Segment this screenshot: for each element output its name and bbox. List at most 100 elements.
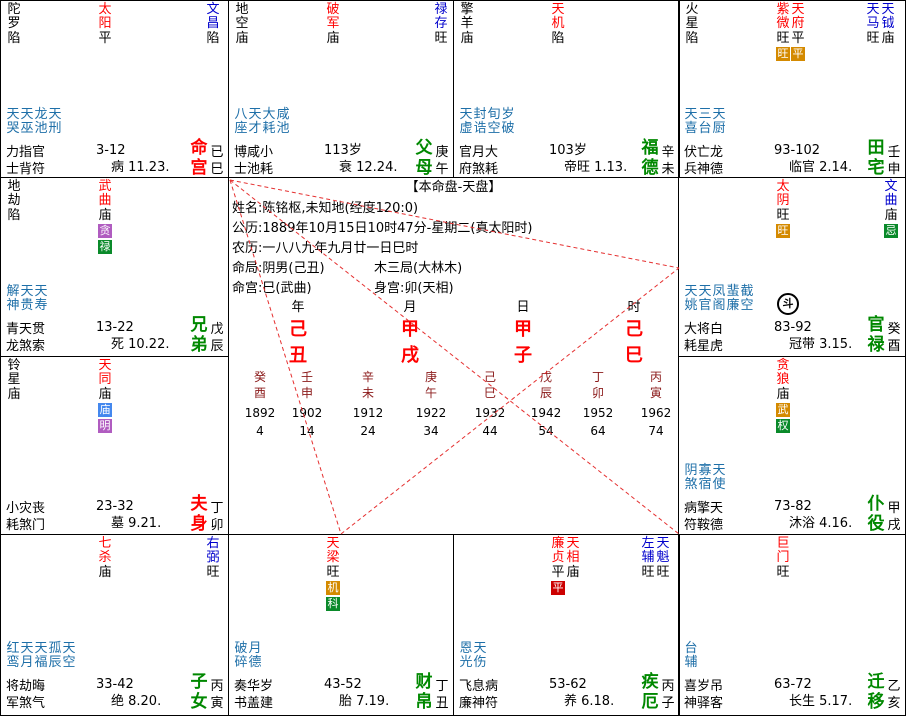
star-char: 门	[776, 550, 790, 565]
palace-char: 役	[867, 514, 885, 534]
palace-char: 身	[190, 514, 208, 534]
main-stars: 贪狼庙武权	[681, 358, 903, 433]
minor-star: 天虚	[459, 107, 473, 136]
ganzhi-char: 酉	[887, 339, 901, 354]
star-char: 天	[551, 2, 565, 17]
dou-icon[interactable]: 斗	[777, 293, 799, 315]
life-phase: 墓 9.21.	[111, 516, 162, 531]
shensha-row1: 力指官	[6, 145, 46, 160]
star-char: 狼	[776, 372, 790, 387]
ganzhi-char: 丑	[435, 696, 449, 711]
ganzhi: 丁丑	[435, 678, 449, 712]
dayun-zhi: 卯	[591, 386, 604, 400]
palace-name: 疾厄	[641, 672, 659, 712]
pillar-stem: 己	[625, 319, 643, 340]
star-char: 军	[326, 16, 340, 31]
pillar-branch: 巳	[625, 345, 643, 366]
pillar-label: 月	[403, 300, 417, 315]
star-char: 贪	[776, 358, 790, 373]
star-char: 阴	[776, 193, 790, 208]
main-stars: 太阴旺旺文曲庙忌	[681, 180, 903, 240]
bazi-pillar: 己丑	[288, 317, 308, 369]
shensha-row2: 神驿客	[684, 696, 724, 711]
minor-star: 台辅	[684, 641, 698, 670]
sihua-tag: 旺	[776, 47, 790, 61]
pillar-label: 年	[291, 300, 305, 315]
life-phase: 冠带 3.15.	[789, 337, 853, 352]
palace-char: 厄	[641, 692, 659, 712]
brightness: 旺	[776, 208, 790, 223]
bazi-pillar: 甲子	[513, 317, 533, 369]
star-char: 左	[641, 536, 655, 551]
shensha-row2: 兵神德	[684, 162, 724, 177]
star-char: 贞	[551, 550, 565, 565]
dayun-age: 44	[482, 424, 498, 438]
age-range: 113岁	[324, 143, 362, 158]
brightness: 平	[98, 31, 112, 46]
life-phase: 病 11.23.	[111, 160, 170, 175]
dayun-zhi: 午	[424, 386, 437, 400]
minor-star: 凤阁	[712, 284, 726, 313]
brightness: 陷	[7, 208, 21, 223]
ganzhi-char: 乙	[887, 679, 901, 694]
dayun-age: 14	[299, 424, 315, 438]
ming-gong: 命宫:巳(武曲)	[232, 281, 312, 296]
star-char: 梁	[326, 550, 340, 565]
shensha-row2: 廉神符	[459, 696, 499, 711]
dayun-zhi: 酉	[253, 386, 266, 400]
brightness: 陷	[551, 31, 565, 46]
palace-char: 宅	[867, 158, 885, 178]
minor-star: 天喜	[684, 107, 698, 136]
shensha-row2: 士背符	[6, 162, 46, 177]
main-stars: 火星陷紫微旺旺天府平平天马旺天钺庙	[681, 3, 903, 63]
palace-name: 仆役	[867, 494, 885, 534]
brightness: 平	[791, 31, 805, 46]
star: 天相庙	[566, 537, 580, 581]
brightness: 庙	[881, 31, 895, 46]
star: 破军庙	[326, 3, 340, 47]
ganzhi-char: 丁	[210, 501, 224, 516]
star: 天马旺	[866, 3, 880, 47]
chart-title: 【本命盘-天盘】	[405, 180, 502, 195]
star: 武曲庙贪禄	[98, 180, 112, 256]
star: 七杀庙	[98, 537, 112, 581]
brightness: 旺	[206, 565, 220, 580]
star-char: 巨	[776, 536, 790, 551]
dayun-age: 64	[590, 424, 606, 438]
shensha-row2: 士池耗	[234, 162, 274, 177]
star: 地劫陷	[7, 180, 21, 224]
main-stars: 擎羊庙天机陷	[456, 3, 677, 63]
life-phase: 绝 8.20.	[111, 694, 162, 709]
star: 火星陷	[685, 3, 699, 47]
shen-gong: 身宫:卯(天相)	[374, 281, 454, 296]
sihua-tag: 旺	[776, 224, 790, 238]
star-char: 曲	[98, 193, 112, 208]
minor-star: 龙池	[34, 107, 48, 136]
pillar-branch: 戌	[401, 345, 419, 366]
shensha-row2: 符鞍德	[684, 518, 724, 533]
dayun-gan: 辛	[361, 370, 374, 384]
minor-stars: 天哭天巫龙池天刑	[6, 108, 62, 136]
life-phase: 养 6.18.	[564, 694, 615, 709]
shensha-row1: 伏亡龙	[684, 145, 724, 160]
center-info: 【本命盘-天盘】姓名:陈铭枢,未知地(经度120:0)公历:1889年10月15…	[228, 177, 679, 534]
minor-star: 破碎	[234, 641, 248, 670]
star-char: 天	[656, 536, 670, 551]
star: 陀罗陷	[7, 3, 21, 47]
shensha-rows: 官月大府煞耗	[459, 144, 499, 177]
shensha-row1: 官月大	[459, 145, 499, 160]
palace-name: 迁移	[867, 672, 885, 712]
